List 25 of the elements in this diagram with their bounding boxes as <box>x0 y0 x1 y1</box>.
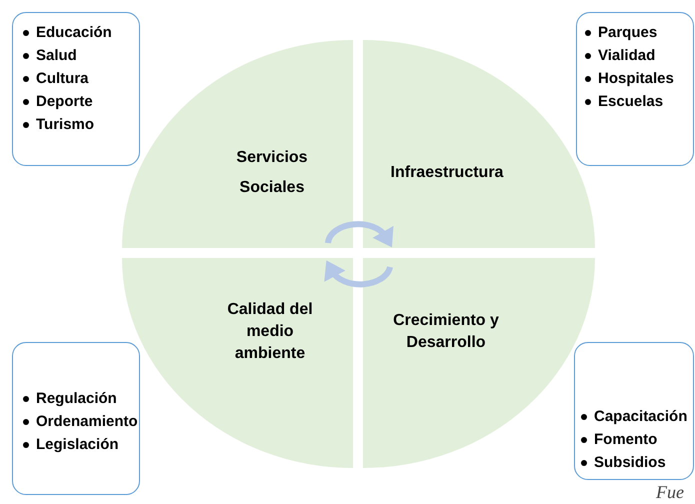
list-box <box>12 342 140 495</box>
cycle-arrows-icon <box>325 221 393 288</box>
list-item: Educación <box>36 24 112 41</box>
list-item: Legislación <box>36 436 119 453</box>
list-box <box>12 12 140 166</box>
quadrant-label: Crecimiento y Desarrollo <box>392 311 500 353</box>
quadrant-label: Infraestructura <box>390 163 504 183</box>
list-item: Hospitales <box>598 70 674 87</box>
list-item: Vialidad <box>598 47 656 64</box>
quadrant-label: Servicios Sociales <box>235 148 309 198</box>
list-item: Capacitación <box>594 408 688 425</box>
list-item: Cultura <box>36 70 88 87</box>
list-box <box>574 342 694 480</box>
list-item: Escuelas <box>598 93 664 110</box>
list-item: Ordenamiento <box>36 413 138 430</box>
quadrant-label: Calidad del medio ambiente <box>226 300 314 364</box>
list-item: Salud <box>36 47 77 64</box>
list-box <box>576 12 694 166</box>
list-item: Regulación <box>36 390 117 407</box>
list-item: Parques <box>598 24 658 41</box>
list-item: Fomento <box>594 431 658 448</box>
list-item: Turismo <box>36 116 94 133</box>
list-item: Subsidios <box>594 454 666 471</box>
list-item: Deporte <box>36 93 93 110</box>
footnote-text: Fue <box>656 482 684 502</box>
